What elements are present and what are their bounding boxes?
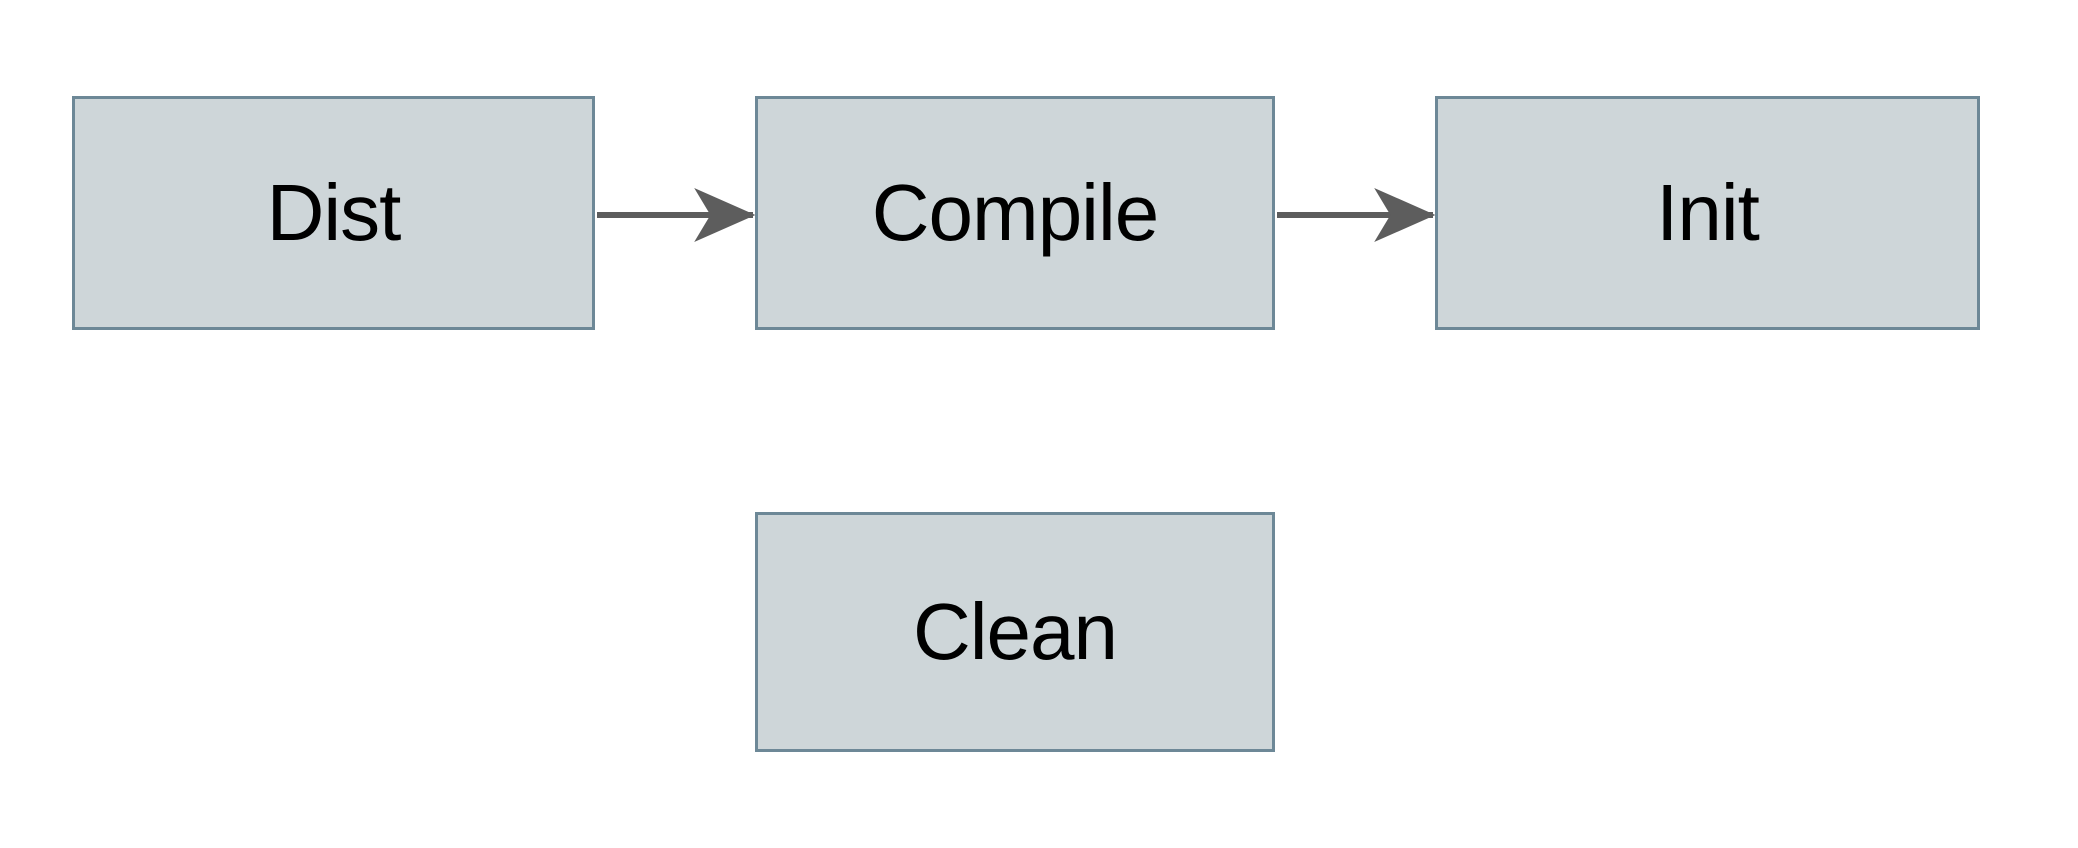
node-compile[interactable]: Compile [755, 96, 1275, 330]
node-clean[interactable]: Clean [755, 512, 1275, 752]
node-dist[interactable]: Dist [72, 96, 595, 330]
node-label-clean: Clean [912, 587, 1118, 676]
node-label-compile: Compile [871, 168, 1159, 257]
node-label-init: Init [1656, 168, 1760, 257]
node-init[interactable]: Init [1435, 96, 1980, 330]
node-label-dist: Dist [266, 168, 402, 257]
